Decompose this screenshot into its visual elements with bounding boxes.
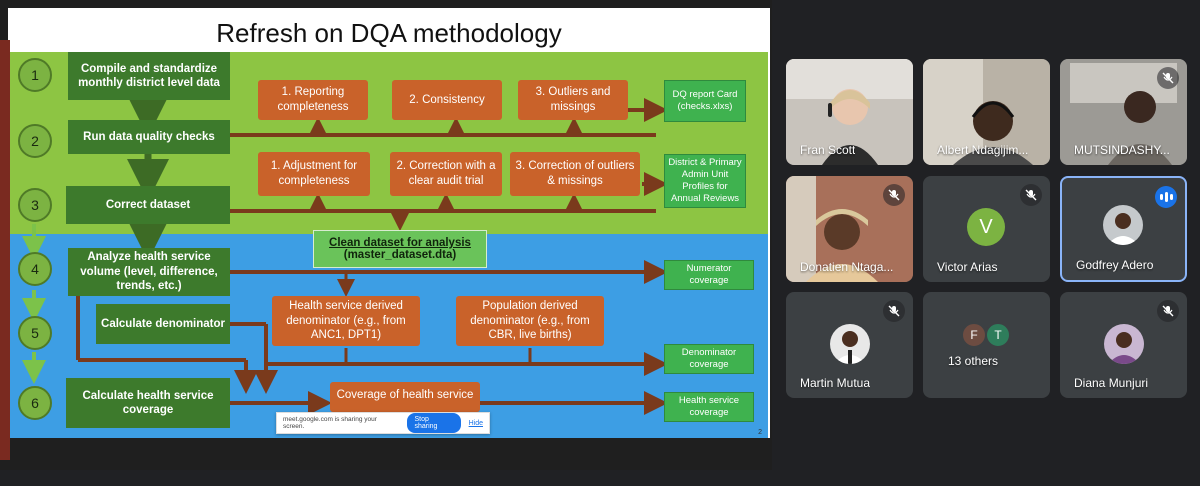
participant-name: Donatien Ntaga... [800,260,894,274]
participant-name: MUTSINDASHY... [1074,143,1170,157]
denominator-box: Calculate denominator [96,304,230,344]
step-circle-4: 4 [18,252,52,286]
video-feed [786,59,913,165]
pop-denominator-box: Population derived denominator (e.g., fr… [456,296,604,346]
participant-tile-godfrey-adero[interactable]: Godfrey Adero [1060,176,1187,282]
video-feed [1060,59,1187,165]
mic-off-icon [883,184,905,206]
speaking-indicator-icon [1155,186,1177,208]
compile-box: Compile and standardize monthly district… [68,52,230,100]
dq-report-box: DQ report Card (checks.xlxs) [664,80,746,122]
hs-coverage-box: Health service coverage [664,392,754,422]
slide-number: 2 [758,429,762,436]
participant-name: Victor Arias [937,260,998,274]
step-circle-5: 5 [18,316,52,350]
video-feed [923,59,1050,165]
slide-title: Refresh on DQA methodology [216,18,562,48]
avatar [1104,324,1144,364]
profiles-box: District & Primary Admin Unit Profiles f… [664,154,746,208]
step-circle-6: 6 [18,386,52,420]
avatar: F [961,322,987,348]
correction-audit-box: 2. Correction with a clear audit trial [390,152,502,196]
avatar [830,324,870,364]
hs-denominator-box: Health service derived denominator (e.g.… [272,296,420,346]
avatar: T [985,322,1011,348]
avatar [1103,205,1143,245]
others-count: 13 others [947,354,999,368]
correct-dataset-box: Correct dataset [66,186,230,224]
slide-edge-decoration [0,40,10,460]
consistency-box: 2. Consistency [392,80,502,120]
clean-dataset-title: Clean dataset for analysis [329,237,471,249]
presentation-slide: Refresh on DQA methodology [8,8,770,438]
participant-tile-donatien[interactable]: Donatien Ntaga... [786,176,913,282]
stop-sharing-button[interactable]: Stop sharing [407,413,461,433]
participant-tile-martin-mutua[interactable]: Martin Mutua [786,292,913,398]
step-circle-2: 2 [18,124,52,158]
participant-tile-albert[interactable]: Albert Ndagijim... [923,59,1050,165]
run-checks-box: Run data quality checks [68,120,230,154]
mic-off-icon [883,300,905,322]
mic-off-icon [1157,300,1179,322]
numerator-coverage-box: Numerator coverage [664,260,754,290]
participant-tile-mutsindashy[interactable]: MUTSINDASHY... [1060,59,1187,165]
participant-tile-others[interactable]: F T 13 others [923,292,1050,398]
outliers-box: 3. Outliers and missings [518,80,628,120]
clean-dataset-box: Clean dataset for analysis (master_datas… [313,230,487,268]
participant-name: Fran Scott [800,143,856,157]
participant-name: Martin Mutua [800,376,871,390]
shared-screen: Refresh on DQA methodology [0,8,770,460]
coverage-hs-box: Coverage of health service [330,382,480,412]
step-circle-1: 1 [18,58,52,92]
participant-name: Diana Munjuri [1074,376,1149,390]
participant-tile-fran-scott[interactable]: Fran Scott [786,59,913,165]
flow-arrows [22,95,668,415]
analyze-box: Analyze health service volume (level, di… [68,248,230,296]
mic-off-icon [1020,184,1042,206]
step-circle-3: 3 [18,188,52,222]
clean-dataset-file: (master_dataset.dta) [343,249,457,261]
share-message: meet.google.com is sharing your screen. [283,416,377,430]
participant-tile-victor-arias[interactable]: V Victor Arias [923,176,1050,282]
denominator-coverage-box: Denominator coverage [664,344,754,374]
correction-outliers-box: 3. Correction of outliers & missings [510,152,640,196]
participant-name: Godfrey Adero [1076,258,1154,272]
reporting-completeness-box: 1. Reporting completeness [258,80,368,120]
participant-name: Albert Ndagijim... [937,143,1029,157]
video-feed [786,176,913,282]
coverage-box: Calculate health service coverage [66,378,230,428]
hide-link[interactable]: Hide [468,419,483,427]
mic-off-icon [1157,67,1179,89]
participant-tile-diana-munjuri[interactable]: Diana Munjuri [1060,292,1187,398]
screen-share-notice: meet.google.com is sharing your screen. … [276,412,490,434]
avatar: V [967,208,1005,246]
adjustment-box: 1. Adjustment for completeness [258,152,370,196]
